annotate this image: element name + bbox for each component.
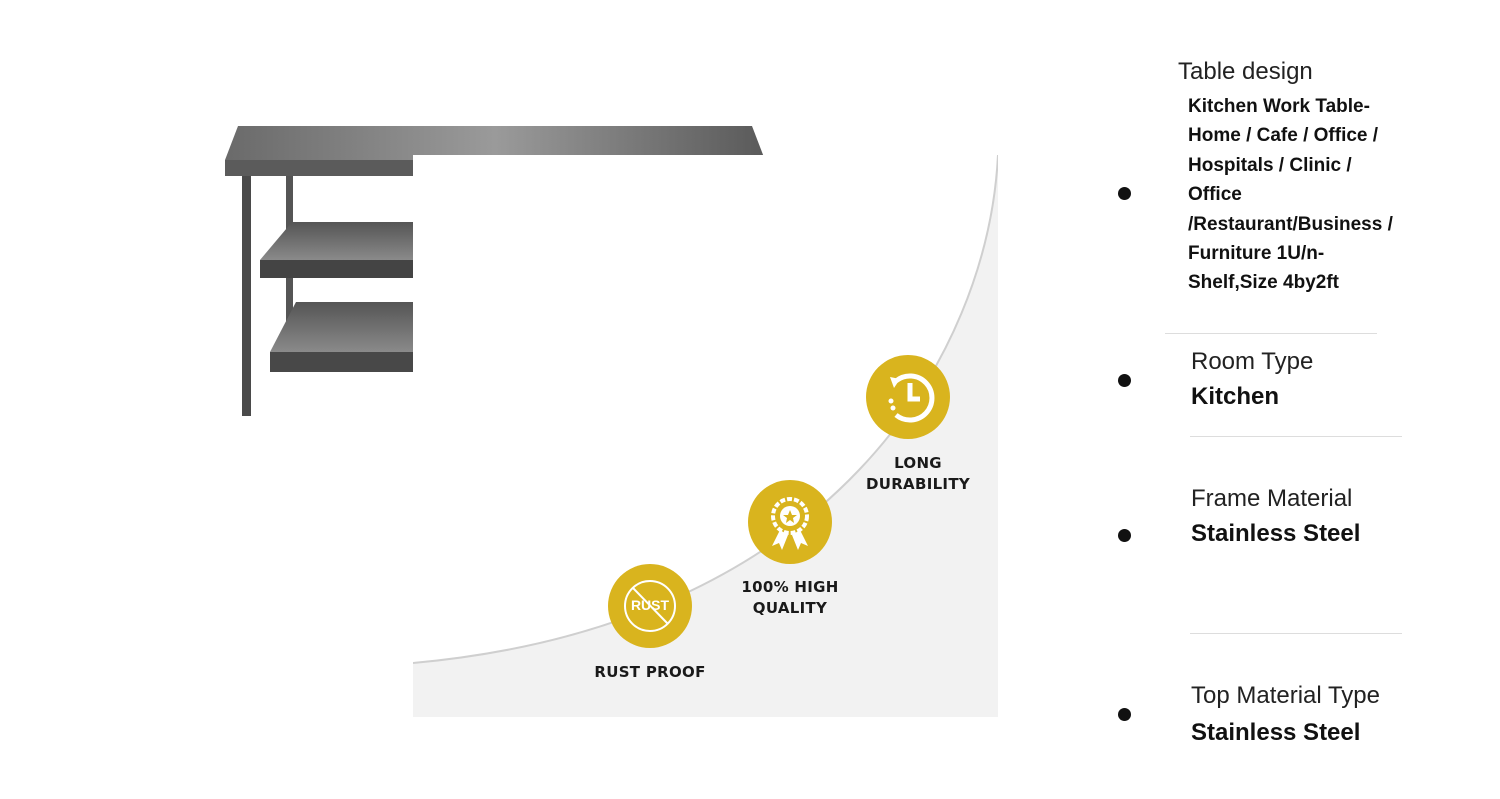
bullet-icon (1118, 708, 1131, 721)
award-ribbon-icon (771, 497, 809, 550)
spec-label-top-material: Top Material Type (1191, 682, 1380, 709)
features-panel: LONG DURABILITY 100% HIGH QUALITY RUST R… (413, 155, 998, 717)
spec-value-table-design: Kitchen Work Table- Home / Cafe / Office… (1188, 96, 1393, 294)
spec-label-room-type: Room Type (1191, 348, 1314, 375)
rust-icon-text: RUST (630, 597, 670, 613)
badge-label-line: LONG (894, 454, 942, 472)
badge-label-line: DURABILITY (865, 475, 971, 493)
bullet-icon (1118, 374, 1131, 387)
badge-label-line: QUALITY (752, 599, 828, 617)
spec-label-frame-material: Frame Material (1191, 485, 1353, 512)
long-durability-label: LONG DURABILITY (853, 453, 983, 495)
spec-value-top-material: Stainless Steel (1191, 719, 1361, 746)
long-durability-badge (866, 355, 950, 439)
spec-label-table-design: Table design (1178, 58, 1313, 85)
divider (1165, 333, 1377, 334)
no-rust-icon (624, 580, 676, 632)
divider (1190, 436, 1402, 437)
high-quality-badge (748, 480, 832, 564)
bullet-icon (1118, 187, 1131, 200)
badge-label-line: RUST PROOF (594, 663, 706, 681)
spec-value-frame-material: Stainless Steel (1191, 520, 1361, 547)
bullet-icon (1118, 529, 1131, 542)
spec-value-room-type: Kitchen (1191, 383, 1280, 410)
rust-proof-badge: RUST (608, 564, 692, 648)
high-quality-label: 100% HIGH QUALITY (725, 577, 855, 619)
rust-proof-label: RUST PROOF (580, 662, 720, 683)
badge-label-line: 100% HIGH (741, 578, 839, 596)
history-clock-icon (888, 373, 935, 423)
divider (1190, 633, 1402, 634)
